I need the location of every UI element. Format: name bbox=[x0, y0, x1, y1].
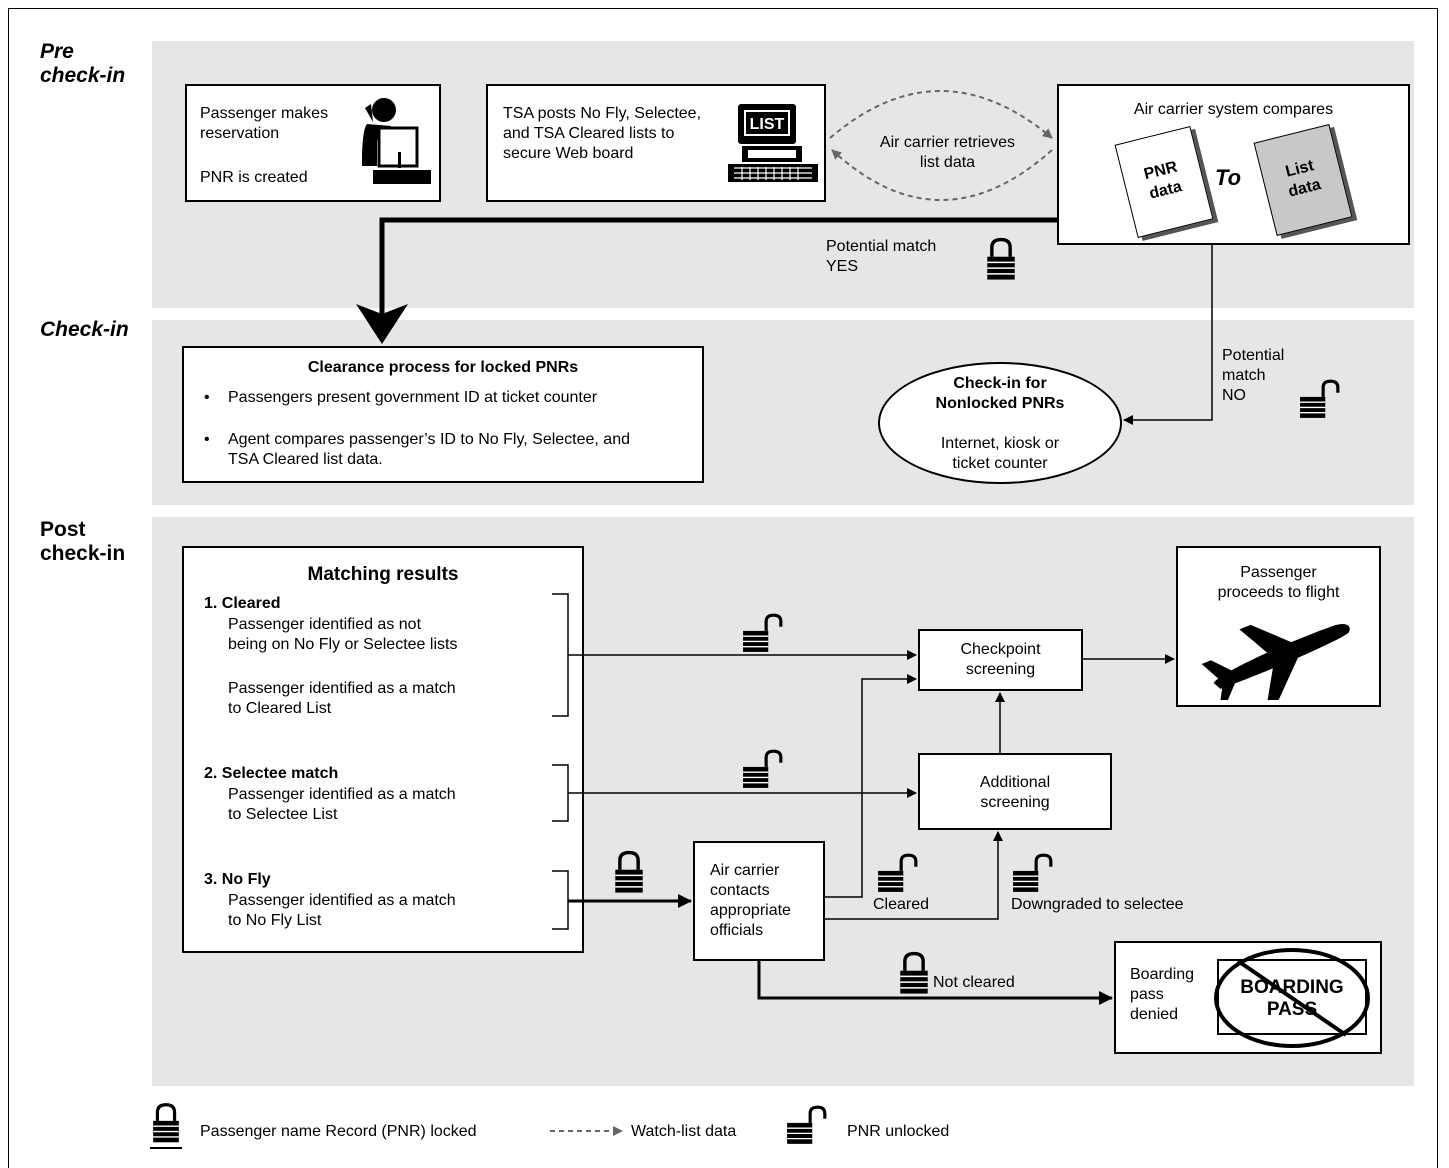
tsa-posts-box: TSA posts No Fly, Selectee, and TSA Clea… bbox=[486, 84, 826, 202]
figure-frame bbox=[8, 8, 1438, 1168]
person-at-computer-icon bbox=[362, 98, 431, 184]
clearance-bullet-2: • bbox=[204, 431, 210, 448]
lock-open-icon bbox=[1298, 379, 1340, 420]
legend-lock-closed-icon bbox=[151, 1103, 181, 1145]
legend-locked-label: Passenger name Record (PNR) locked bbox=[200, 1123, 477, 1140]
clearance-item-2: Agent compares passenger’s ID to No Fly,… bbox=[228, 431, 630, 468]
matching-title: Matching results bbox=[307, 564, 459, 585]
clearance-box: Clearance process for locked PNRs • Pass… bbox=[182, 346, 704, 483]
checkpoint-text: Checkpoint screening bbox=[960, 641, 1041, 678]
lock-open-icon bbox=[741, 749, 783, 790]
clearance-item-1: Passengers present government ID at tick… bbox=[228, 389, 598, 406]
cleared-label: Cleared bbox=[873, 896, 930, 913]
selectee-bracket bbox=[552, 764, 569, 822]
match-yes-arrowhead bbox=[356, 304, 408, 344]
cleared-bracket bbox=[552, 593, 569, 717]
nofly-text: Passenger identified as a match to No Fl… bbox=[228, 892, 456, 929]
downgraded-path-line bbox=[825, 831, 1003, 920]
nonlocked-title: Check-in for Nonlocked PNRs bbox=[935, 375, 1065, 412]
airplane-icon bbox=[1201, 623, 1350, 700]
cleared-text-a: Passenger identified as not being on No … bbox=[228, 616, 458, 653]
cleared-heading: 1. Cleared bbox=[204, 595, 281, 612]
clearance-bullet-1: • bbox=[204, 389, 210, 406]
match-no-line bbox=[1123, 245, 1213, 425]
additional-text: Additional screening bbox=[979, 774, 1051, 811]
boarding-denied-text: Boarding pass denied bbox=[1130, 966, 1195, 1023]
no-boarding-pass-icon bbox=[1214, 948, 1370, 1048]
nonlocked-sub: Internet, kiosk or ticket counter bbox=[940, 435, 1060, 472]
phase-checkin: Check-in bbox=[40, 318, 129, 341]
compare-box: Air carrier system compares PNR data To … bbox=[1057, 84, 1410, 245]
compare-title: Air carrier system compares bbox=[1133, 101, 1334, 118]
additional-screening-box: Additional screening bbox=[918, 753, 1112, 830]
downgraded-label: Downgraded to selectee bbox=[1011, 896, 1184, 913]
to-label: To bbox=[1215, 165, 1242, 190]
list-icon-label: LIST bbox=[750, 116, 785, 133]
air-carrier-contacts-box: Air carrier contacts appropriate officia… bbox=[693, 841, 825, 961]
lock-closed-icon bbox=[613, 850, 645, 895]
computer-list-icon: LIST bbox=[728, 104, 818, 182]
proceeds-text: Passenger proceeds to flight bbox=[1217, 564, 1340, 601]
air-carrier-contacts-text: Air carrier contacts appropriate officia… bbox=[710, 862, 791, 939]
lock-open-icon bbox=[741, 613, 783, 654]
match-yes-line bbox=[379, 217, 1057, 340]
selectee-heading: 2. Selectee match bbox=[204, 765, 339, 782]
retrieve-arc-bottom bbox=[831, 149, 1053, 201]
match-yes-label: Potential match YES bbox=[826, 238, 937, 275]
cleared-path-line bbox=[825, 674, 917, 898]
checkpoint-box: Checkpoint screening bbox=[918, 629, 1083, 691]
lock-open-icon bbox=[876, 853, 918, 894]
lock-closed-icon bbox=[985, 237, 1017, 282]
legend-lock-open-icon bbox=[785, 1105, 827, 1146]
pnr-created-text: PNR is created bbox=[200, 169, 308, 186]
nonlocked-ellipse: Check-in for Nonlocked PNRs Internet, ki… bbox=[878, 362, 1122, 484]
lock-closed-icon bbox=[898, 951, 930, 996]
legend-unlocked-label: PNR unlocked bbox=[847, 1123, 950, 1140]
tsa-posts-text: TSA posts No Fly, Selectee, and TSA Clea… bbox=[503, 105, 702, 162]
reservation-box: Passenger makes reservation PNR is creat… bbox=[185, 84, 441, 202]
legend-watch-label: Watch-list data bbox=[631, 1123, 737, 1140]
matching-results-box: Matching results 1. Cleared Passenger id… bbox=[182, 546, 584, 953]
not-cleared-label: Not cleared bbox=[933, 974, 1015, 991]
retrieve-arc-top bbox=[829, 90, 1053, 139]
selectee-text: Passenger identified as a match to Selec… bbox=[228, 786, 456, 823]
nofly-bracket bbox=[552, 870, 569, 930]
boarding-denied-box: Boarding pass denied BOARDING PASS bbox=[1114, 941, 1382, 1054]
reservation-text: Passenger makes reservation bbox=[200, 105, 329, 142]
match-no-label: Potential match NO bbox=[1222, 347, 1285, 404]
lock-open-icon bbox=[1011, 853, 1053, 894]
nofly-heading: 3. No Fly bbox=[204, 871, 271, 888]
boarding-pass-card: BOARDING PASS bbox=[1217, 959, 1367, 1035]
phase-post-checkin: Post check-in bbox=[40, 518, 126, 565]
cleared-text-b: Passenger identified as a match to Clear… bbox=[228, 680, 456, 717]
proceeds-box: Passenger proceeds to flight bbox=[1176, 546, 1381, 707]
not-cleared-path-line bbox=[757, 961, 1113, 1005]
retrieve-label: Air carrier retrieves list data bbox=[879, 134, 1016, 171]
clearance-title: Clearance process for locked PNRs bbox=[307, 359, 579, 376]
phase-pre-checkin: Pre check-in bbox=[40, 40, 126, 87]
